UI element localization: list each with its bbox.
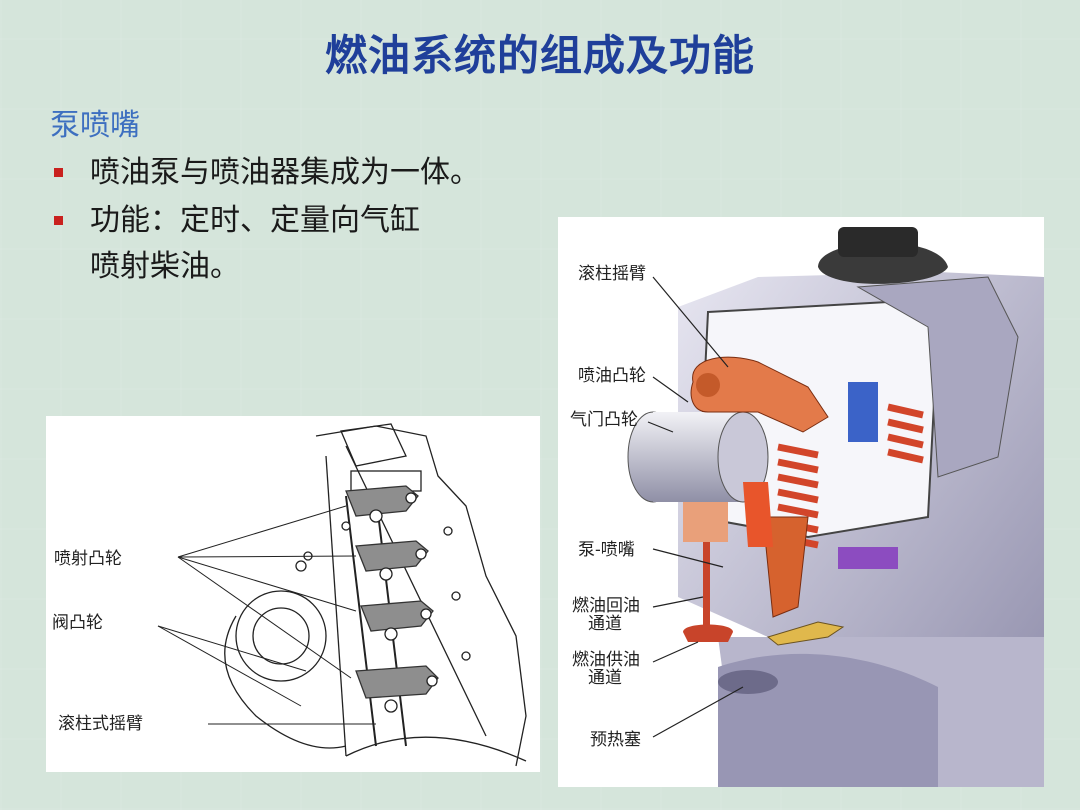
bullet-marker-icon [54,216,63,225]
bullet-marker-icon [54,168,63,177]
camshaft-drawing: 喷射凸轮 阀凸轮 滚柱式摇臂 [52,423,527,767]
label-glow-plug: 预热塞 [590,730,641,750]
unit-injector-drawing: 滚柱摇臂 喷油凸轮 气门凸轮 泵-喷嘴 燃油回油 通道 燃油供油 通道 预热塞 [570,227,1044,787]
label-injection-cam: 喷射凸轮 [54,549,122,569]
label-fuel-return: 燃油回油 [572,596,640,616]
section-subtitle: 泵喷嘴 [50,108,140,143]
label-roller-rocker-arm: 滚柱摇臂 [578,264,646,284]
label-fuel-supply: 燃油供油 [572,650,640,670]
bullet-item: 喷油泵与喷油器集成为一体。 [50,150,550,196]
bullet-text: 喷油泵与喷油器集成为一体。 [90,155,480,190]
unit-injector-cutaway: 滚柱摇臂 喷油凸轮 气门凸轮 泵-喷嘴 燃油回油 通道 燃油供油 通道 预热塞 [558,217,1044,787]
label-roller-rocker: 滚柱式摇臂 [58,714,143,734]
label-valve-cam: 气门凸轮 [570,410,638,430]
label-unit-injector: 泵-喷嘴 [578,540,635,560]
label-fuel-return-channel: 通道 [588,614,622,634]
label-injection-cam: 喷油凸轮 [578,366,646,386]
camshaft-diagram: 喷射凸轮 阀凸轮 滚柱式摇臂 [46,416,540,772]
bullet-list: 喷油泵与喷油器集成为一体。 功能：定时、定量向气缸 喷射柴油。 [50,150,550,292]
bullet-item: 功能：定时、定量向气缸 喷射柴油。 [50,198,550,290]
bullet-text: 功能：定时、定量向气缸 [90,203,420,238]
slide-title: 燃油系统的组成及功能 [324,31,755,80]
label-fuel-supply-channel: 通道 [588,668,622,688]
bullet-text-continued: 喷射柴油。 [90,249,240,284]
label-valve-cam: 阀凸轮 [52,613,103,633]
